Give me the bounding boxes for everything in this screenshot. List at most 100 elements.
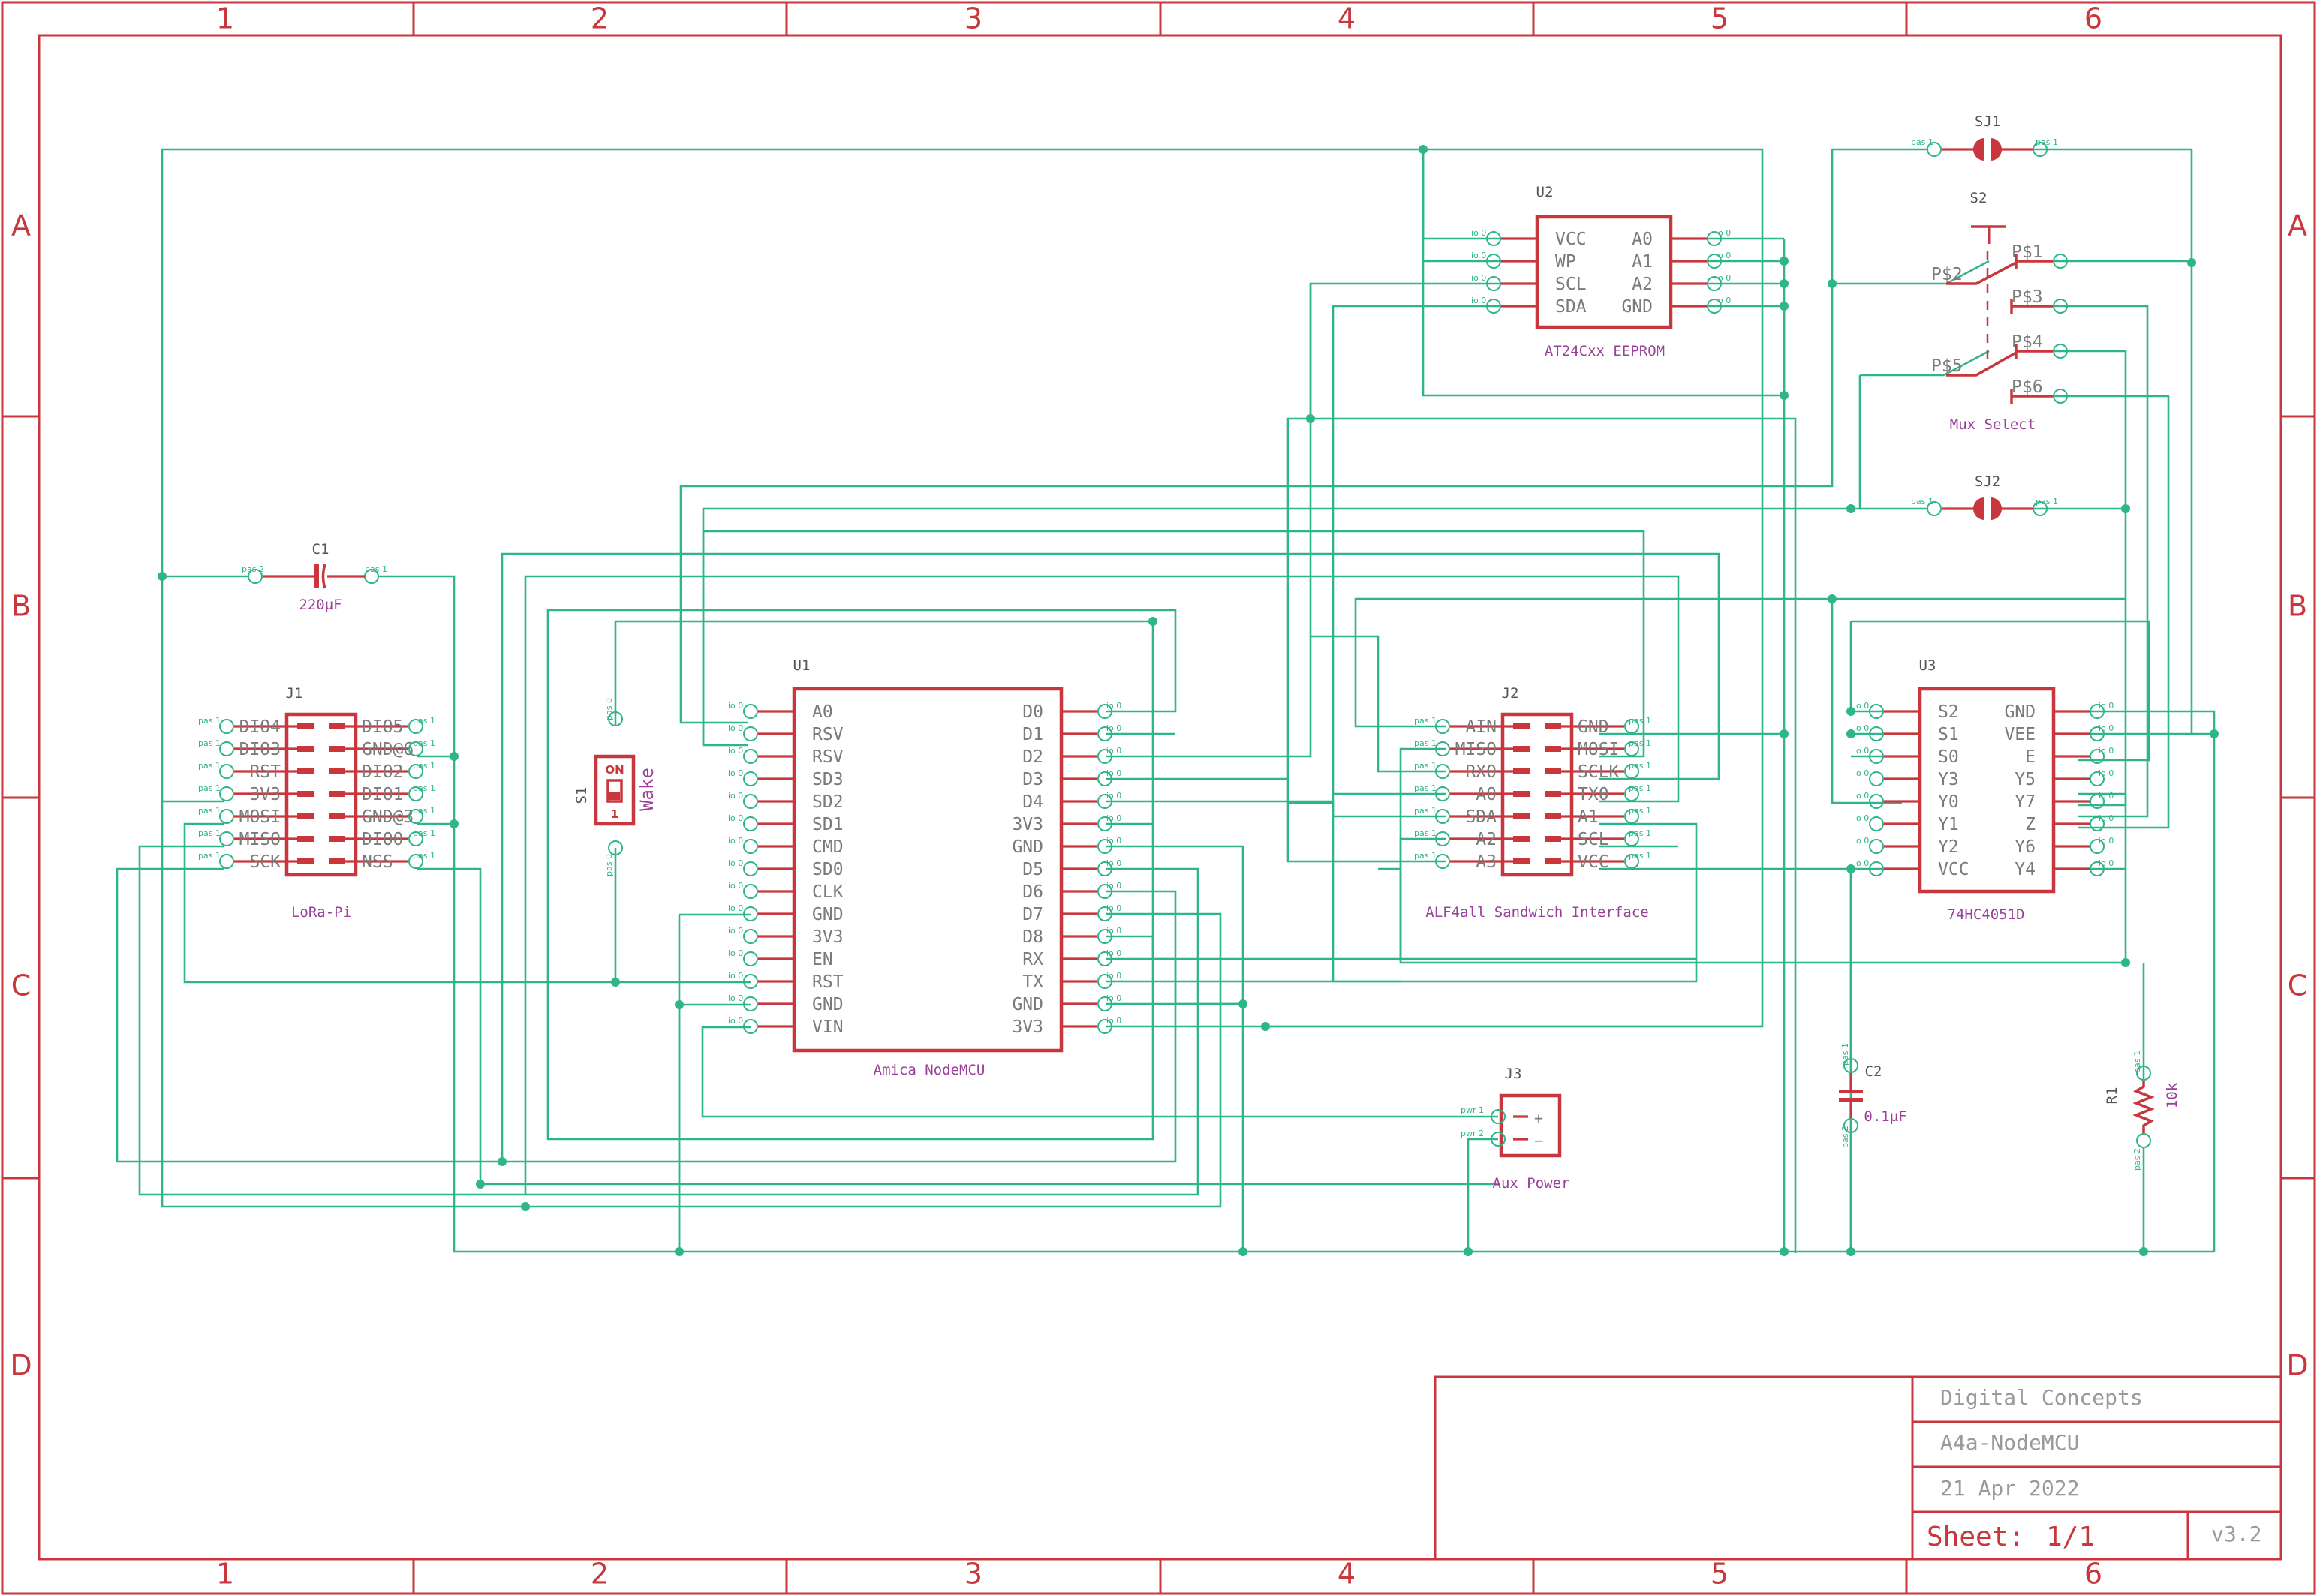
pin-connection-point[interactable] [1435,809,1450,824]
pin-label: 3V3 [1012,1017,1043,1037]
pin-connection-point[interactable] [1097,794,1112,809]
pin-connection-point[interactable] [1435,719,1450,734]
pin-connection-point[interactable] [408,719,423,734]
s1-pin-type: pas 0 [604,698,614,720]
pin-connection-point[interactable] [2090,704,2105,719]
pin-connection-point[interactable] [1869,771,1884,786]
pin-connection-point[interactable] [408,854,423,869]
pin-connection-point[interactable] [1435,831,1450,846]
pin-connection-point[interactable] [1707,231,1722,246]
pin-connection-point[interactable] [2090,794,2105,809]
pin-connection-point[interactable] [743,884,758,899]
pin-connection-point[interactable] [1435,786,1450,801]
pin-connection-point[interactable] [1486,276,1501,291]
pin-connection-point[interactable] [1097,861,1112,876]
pin-connection-point[interactable] [1435,741,1450,756]
pin-connection-point[interactable] [1707,276,1722,291]
pin-connection-point[interactable] [1624,831,1639,846]
solder-jumper-sj1[interactable]: SJ1 pas 1 pas 1 [1911,113,2058,161]
pin-connection-point[interactable] [743,726,758,741]
pin-connection-point[interactable] [743,951,758,966]
pin-connection-point[interactable] [1869,839,1884,854]
pin-connection-point[interactable] [743,1019,758,1034]
pin-connection-point[interactable] [219,719,234,734]
pin-connection-point[interactable] [743,794,758,809]
pin-connection-point[interactable] [219,831,234,846]
pin-connection-point[interactable] [1624,764,1639,779]
pin-connection-point[interactable] [1624,741,1639,756]
pin-connection-point[interactable] [1435,764,1450,779]
pin-connection-point[interactable] [743,974,758,989]
pin-connection-point[interactable] [1869,794,1884,809]
pin-connection-point[interactable] [1486,231,1501,246]
pin-connection-point[interactable] [1486,299,1501,314]
pin-connection-point[interactable] [2090,839,2105,854]
capacitor-c2[interactable]: C2 0.1µF pas 1 pas 2 [1839,1043,1907,1148]
pin-connection-point[interactable] [1097,929,1112,944]
pin-connection-point[interactable] [1707,254,1722,269]
pin-type-label: io 0 [728,791,743,801]
pin-connection-point[interactable] [2090,726,2105,741]
pin-connection-point[interactable] [408,786,423,801]
pin-connection-point[interactable] [1624,719,1639,734]
resistor-r1[interactable]: R1 10k pas 1 pas 2 [2104,1050,2180,1171]
pin-connection-point[interactable] [1486,254,1501,269]
pin-connection-point[interactable] [1869,861,1884,876]
pin-connection-point[interactable] [2090,771,2105,786]
pin-connection-point[interactable] [1097,839,1112,854]
pin-connection-point[interactable] [219,854,234,869]
pin-connection-point[interactable] [1435,854,1450,869]
column-label: 3 [964,2,982,35]
pin-connection-point[interactable] [743,749,758,764]
pin-connection-point[interactable] [1869,726,1884,741]
pin-connection-point[interactable] [743,906,758,921]
pin-connection-point[interactable] [1097,951,1112,966]
wake-switch-s1[interactable]: ON 1 S1 Wake pas 0 pas 0 [573,698,657,876]
pin-connection-point[interactable] [408,831,423,846]
pin-connection-point[interactable] [408,741,423,756]
pin-connection-point[interactable] [1097,749,1112,764]
pin-connection-point[interactable] [1097,906,1112,921]
pin-connection-point[interactable] [743,996,758,1011]
pin-connection-point[interactable] [1869,816,1884,831]
pin-connection-point[interactable] [1097,884,1112,899]
pin-connection-point[interactable] [1097,726,1112,741]
pin-connection-point[interactable] [1869,749,1884,764]
capacitor-c1[interactable]: C1 pas 2 pas 1 220µF [242,541,387,613]
pin-connection-point[interactable] [219,809,234,824]
pin-connection-point[interactable] [1097,771,1112,786]
pin-connection-point[interactable] [219,764,234,779]
pin-connection-point[interactable] [743,704,758,719]
pin-connection-point[interactable] [743,771,758,786]
pin-connection-point[interactable] [743,929,758,944]
pin-connection-point[interactable] [1097,1019,1112,1034]
pin-connection-point[interactable] [1869,704,1884,719]
solder-jumper-sj2[interactable]: SJ2 pas 1 pas 1 [1911,473,2058,520]
pin-connection-point[interactable] [2090,749,2105,764]
pin-connection-point[interactable] [743,816,758,831]
pin-connection-point[interactable] [1707,299,1722,314]
aux-power-connector-j3[interactable]: J3 + − pwr 1 pwr 2 Aux Power [1461,1066,1569,1192]
pin-type-label: io 0 [1106,971,1121,981]
pin-connection-point[interactable] [1097,704,1112,719]
pin-connection-point[interactable] [2090,861,2105,876]
pin-connection-point[interactable] [743,861,758,876]
pin-connection-point[interactable] [2090,816,2105,831]
pin-connection-point[interactable] [1624,809,1639,824]
pin-connection-point[interactable] [219,786,234,801]
mux-select-switch-s2[interactable]: S2 P$1 P$2 P$3 P$4 P$5 P$6 Mux Select [1931,190,2068,433]
pin-connection-point[interactable] [1624,854,1639,869]
pin-connection-point[interactable] [1624,786,1639,801]
pin-connection-point[interactable] [408,809,423,824]
pin-connection-point[interactable] [1097,996,1112,1011]
pin-connection-point[interactable] [219,741,234,756]
pin-connection-point[interactable] [1097,816,1112,831]
pin-connection-point[interactable] [1097,974,1112,989]
pin-connection-point[interactable] [743,839,758,854]
pin-connection-point[interactable] [408,764,423,779]
